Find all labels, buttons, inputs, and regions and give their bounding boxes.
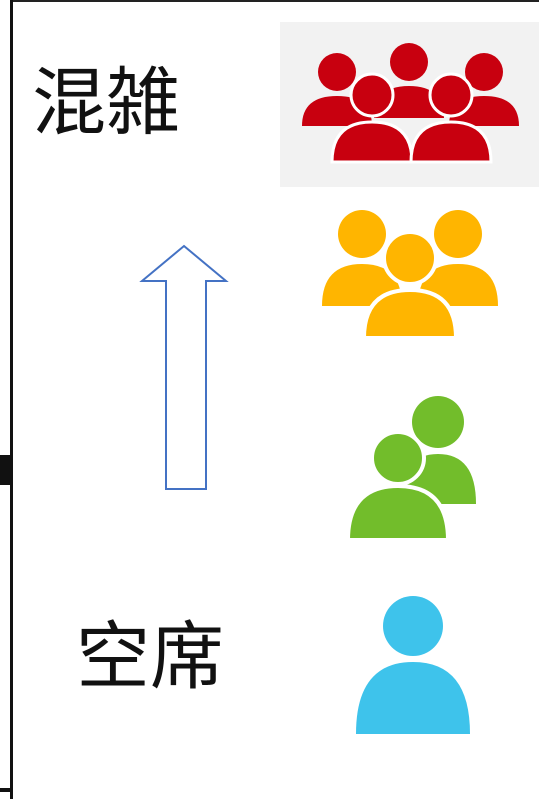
crowd-icon	[302, 43, 519, 164]
label-empty-seats: 空席	[76, 614, 224, 700]
frame-left-border	[10, 0, 13, 799]
person-icon	[356, 596, 470, 734]
frame-tick-mark	[0, 455, 12, 485]
frame-tick-mark-bottom	[0, 788, 12, 792]
two-people-icon	[346, 396, 476, 542]
label-crowded: 混雑	[32, 60, 180, 146]
group-icon	[322, 210, 498, 340]
frame-top-border	[10, 0, 539, 2]
up-arrow-icon	[139, 244, 229, 490]
